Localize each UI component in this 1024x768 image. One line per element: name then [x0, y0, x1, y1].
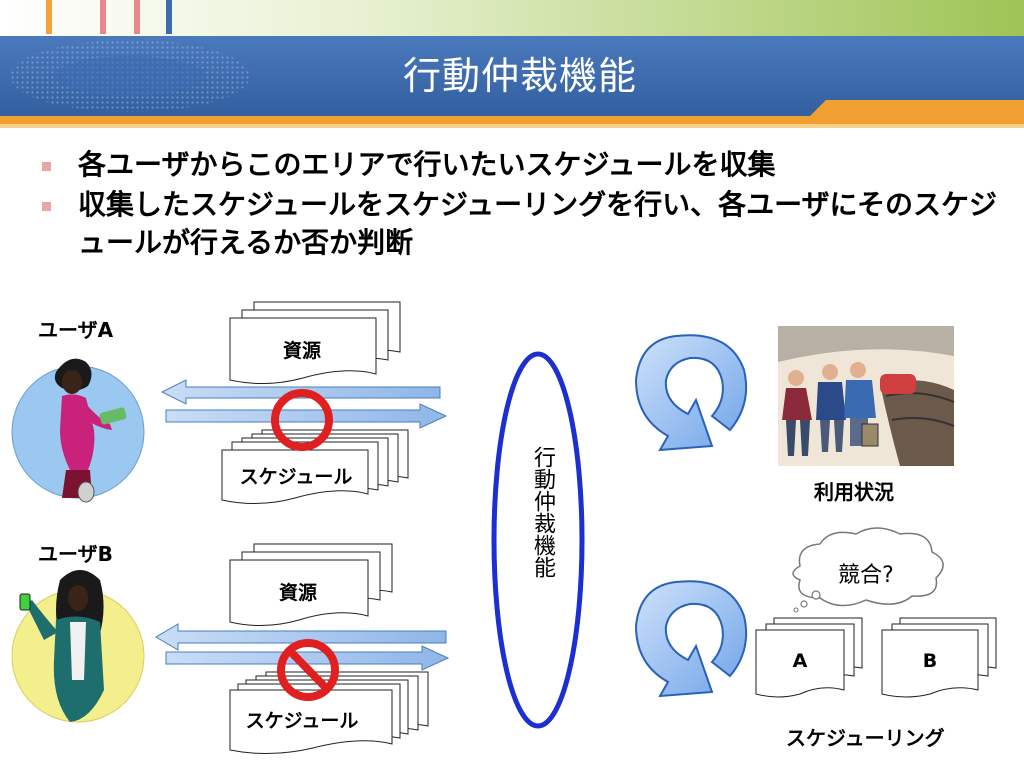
- user-a-schedule-stack: [221, 429, 409, 505]
- user-a-arrows: [160, 379, 448, 429]
- user-b-resource-stack: [229, 543, 393, 627]
- circle-ok-icon: [271, 389, 333, 451]
- user-b-schedule-stack: [229, 671, 429, 755]
- user-b-arrows: [155, 623, 450, 671]
- outgoing-arrow: [165, 403, 448, 429]
- user-a-label: ユーザA: [38, 318, 114, 342]
- usage-label: 利用状況: [814, 480, 894, 504]
- scheduling-label: スケジューリング: [786, 726, 945, 750]
- user-a-resource-stack: [229, 301, 401, 385]
- arbitration-core-ellipse: [491, 351, 585, 729]
- incoming-arrow: [155, 623, 447, 651]
- user-b-label: ユーザB: [38, 542, 113, 566]
- outgoing-arrow: [165, 645, 450, 671]
- schedule-b-label: B: [922, 650, 938, 672]
- bullet-item: 各ユーザからこのエリアで行いたいスケジュールを収集: [38, 146, 998, 184]
- circular-arrow-icon: [634, 334, 748, 452]
- user-a-schedule-label: スケジュール: [239, 466, 353, 488]
- bullet-list: 各ユーザからこのエリアで行いたいスケジュールを収集 収集したスケジュールをスケジ…: [38, 146, 998, 264]
- header-stripe-pink-2: [134, 0, 140, 34]
- header-accent-orange: [0, 100, 1024, 124]
- bullet-text: 各ユーザからこのエリアで行いたいスケジュールを収集: [78, 148, 776, 181]
- schedule-a-label: A: [792, 650, 808, 672]
- slide-header: 行動仲裁機能: [0, 0, 1024, 130]
- header-stripe-orange: [46, 0, 52, 34]
- schedule-b-stack: [881, 617, 997, 698]
- user-b-resource-label: 資源: [278, 582, 317, 604]
- arbitration-core-label: 行動仲裁機能: [530, 446, 555, 578]
- schedule-a-stack: [755, 617, 863, 698]
- bullet-item: 収集したスケジュールをスケジューリングを行い、各ユーザにそのスケジュールが行える…: [38, 186, 998, 262]
- user-a-avatar: [11, 358, 145, 503]
- usage-illustration: [778, 326, 955, 466]
- bullet-marker-icon: [42, 162, 51, 171]
- user-b-avatar: [11, 570, 145, 723]
- conflict-label: 競合?: [838, 563, 894, 588]
- header-stripe-pink: [100, 0, 106, 34]
- header-band: [0, 0, 1024, 128]
- prohibited-icon: [277, 639, 339, 701]
- arbitration-diagram: [11, 301, 997, 755]
- bullet-marker-icon: [42, 202, 51, 211]
- user-a-resource-label: 資源: [282, 340, 321, 362]
- user-b-schedule-label: スケジュール: [245, 710, 359, 732]
- header-stripe-blue: [166, 0, 172, 34]
- page-title: 行動仲裁機能: [402, 54, 637, 98]
- bullet-text: 収集したスケジュールをスケジューリングを行い、各ユーザにそのスケジュールが行える…: [78, 188, 997, 259]
- circular-arrow-icon: [634, 580, 748, 698]
- thought-bubble-icon: [792, 527, 944, 613]
